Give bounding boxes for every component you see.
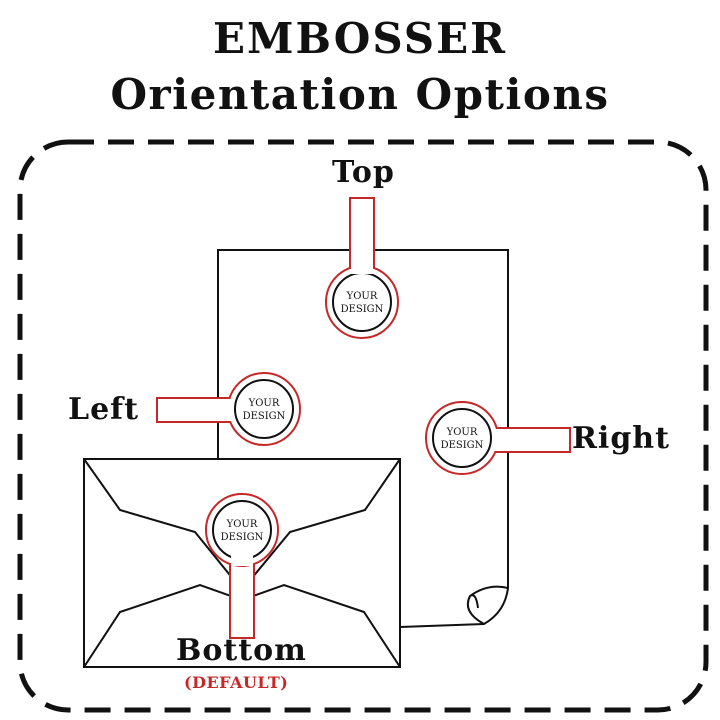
seal-text-top-2: DESIGN [341,304,384,315]
label-bottom: Bottom [176,633,307,668]
embosser-bottom: YOUR DESIGN [205,493,279,639]
seal-text-right-1: YOUR [446,427,478,438]
seal-text-bottom-1: YOUR [226,519,258,530]
paper-curl [466,585,509,625]
dashed-frame [17,139,709,713]
title-orientation-options: Orientation Options [110,70,610,119]
label-right: Right [572,421,670,456]
embosser-left: YOUR DESIGN [156,372,301,446]
seal-text-left-2: DESIGN [243,411,286,422]
seal-text-left-1: YOUR [248,398,280,409]
seal-text-right-2: DESIGN [441,440,484,451]
label-left: Left [68,392,139,427]
label-default: (DEFAULT) [184,673,289,692]
title-embosser: EMBOSSER [212,14,508,63]
embosser-top: YOUR DESIGN [325,197,399,339]
label-top: Top [332,155,395,190]
seal-text-bottom-2: DESIGN [221,532,264,543]
seal-text-top-1: YOUR [346,291,378,302]
embosser-right: YOUR DESIGN [425,401,571,475]
